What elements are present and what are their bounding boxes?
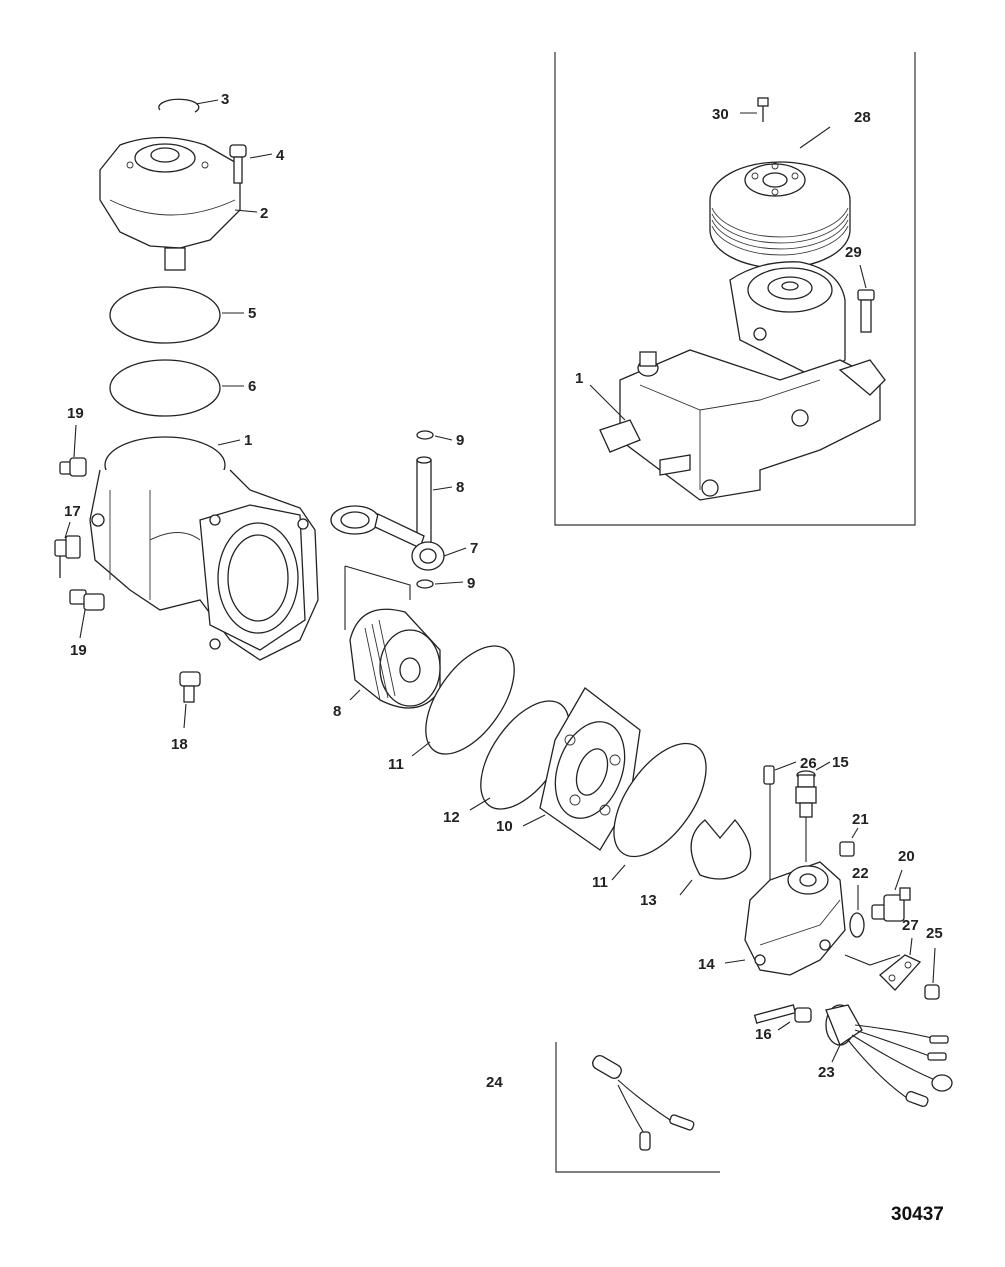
- callout-11-b: 11: [592, 874, 608, 891]
- pump-body: [89, 436, 319, 661]
- pulley: [709, 161, 851, 269]
- bleed-screw: [839, 841, 855, 857]
- callout-16: 16: [755, 1026, 772, 1043]
- callout-4: 4: [276, 147, 285, 164]
- callout-28: 28: [854, 109, 871, 126]
- cover-bolt: [229, 144, 247, 184]
- check-valve-fitting: [795, 770, 817, 818]
- callout-17: 17: [64, 503, 81, 520]
- reed-valve: [690, 818, 752, 880]
- pump-cover: [99, 136, 241, 271]
- hose-fitting: [871, 887, 911, 922]
- connecting-rod: [330, 505, 445, 571]
- callout-30: 30: [712, 106, 729, 123]
- pulley-bolt: [757, 97, 769, 122]
- callout-8-top: 8: [456, 479, 464, 496]
- o-ring-large-upper: [109, 286, 221, 344]
- straight-fitting: [54, 535, 81, 578]
- elbow-fitting-upper: [59, 457, 87, 477]
- callout-20: 20: [898, 848, 915, 865]
- callout-8-piston: 8: [333, 703, 341, 720]
- callout-12: 12: [443, 809, 460, 826]
- valve-plate: [539, 687, 641, 851]
- callout-27: 27: [902, 917, 919, 934]
- callout-7: 7: [470, 540, 478, 557]
- mounting-bracket: [879, 954, 922, 991]
- callout-23: 23: [818, 1064, 835, 1081]
- callout-25: 25: [926, 925, 943, 942]
- callout-6: 6: [248, 378, 256, 395]
- mount-bolt: [857, 289, 875, 333]
- callout-22: 22: [852, 865, 869, 882]
- pin-washer-lower: [416, 579, 434, 589]
- piston: [349, 608, 441, 709]
- bracket-guide-line: [844, 954, 901, 966]
- set-screw: [763, 765, 775, 785]
- retaining-ring: [158, 98, 200, 113]
- callout-3: 3: [221, 91, 229, 108]
- inset-frame: [554, 52, 916, 526]
- callout-5: 5: [248, 305, 256, 322]
- piston-pin: [416, 456, 432, 547]
- grease-fitting: [179, 671, 201, 703]
- callout-19-top: 19: [67, 405, 84, 422]
- pin-washer-upper: [416, 430, 434, 440]
- assembly-guide-line: [344, 565, 411, 600]
- sensor-harness: [825, 1004, 953, 1107]
- o-ring-large-lower: [109, 359, 221, 417]
- washer-22: [849, 912, 865, 938]
- assembled-pump-inset: 30 28 29 1: [554, 52, 916, 526]
- callout-11-a: 11: [388, 756, 404, 773]
- callout-9-bottom: 9: [467, 575, 475, 592]
- callout-2: 2: [260, 205, 268, 222]
- callout-10: 10: [496, 818, 513, 835]
- callout-1-main: 1: [244, 432, 252, 449]
- callout-24: 24: [486, 1074, 503, 1091]
- callout-18: 18: [171, 736, 188, 753]
- callout-19-bottom: 19: [70, 642, 87, 659]
- callout-14: 14: [698, 956, 715, 973]
- o-ring-11-front: [425, 645, 515, 755]
- wiring-kit: [592, 1054, 695, 1151]
- pump-head: [744, 861, 846, 976]
- callout-21: 21: [852, 811, 869, 828]
- head-bolt: [753, 1004, 812, 1024]
- callout-26: 26: [800, 755, 817, 772]
- wiring-kit-frame: [555, 1042, 720, 1173]
- elbow-fitting-lower: [69, 589, 105, 611]
- callout-15: 15: [832, 754, 849, 771]
- callout-1-inset: 1: [575, 370, 583, 387]
- assembled-pump: [599, 261, 886, 501]
- bracket-screw: [924, 984, 940, 1000]
- callout-29: 29: [845, 244, 862, 261]
- o-ring-11-rear: [613, 742, 707, 858]
- figure-number: 30437: [891, 1204, 944, 1225]
- callout-13: 13: [640, 892, 657, 909]
- callout-9-top: 9: [456, 432, 464, 449]
